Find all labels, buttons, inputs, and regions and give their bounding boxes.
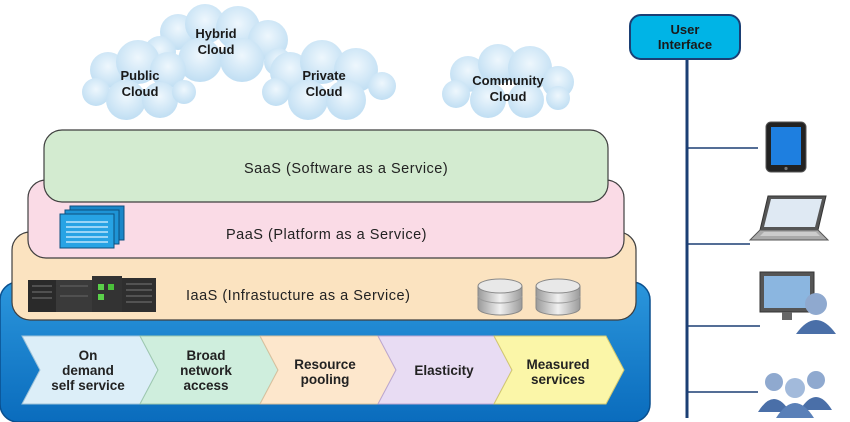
device-connections xyxy=(685,60,760,418)
cloud-label-community: Community Cloud xyxy=(472,73,544,104)
user-interface-label: User Interface xyxy=(657,22,713,52)
cloud-icon xyxy=(442,44,574,118)
cloud-label-private: Private Cloud xyxy=(302,68,346,99)
desktop-user-icon xyxy=(759,271,836,334)
tablet-icon xyxy=(765,121,807,173)
chevron-measured-services xyxy=(493,335,625,405)
characteristics-row xyxy=(21,335,625,405)
user-interface-box: User Interface xyxy=(629,14,741,60)
clouds-layer xyxy=(82,4,574,120)
characteristic-label: Resource pooling xyxy=(294,357,356,387)
cloud-label-public: Public Cloud xyxy=(120,68,160,99)
characteristic-label: Broad network access xyxy=(180,348,232,393)
characteristic-label: Measured services xyxy=(526,357,590,387)
iaas-label: IaaS (Infrastucture as a Service) xyxy=(186,288,411,304)
user-group-icon xyxy=(758,371,832,418)
characteristic-label: Elasticity xyxy=(414,363,474,378)
cloud-icon xyxy=(82,40,196,120)
cloud-label-hybrid: Hybrid Cloud xyxy=(195,26,237,57)
saas-layer xyxy=(43,129,609,203)
server-rack-icon xyxy=(28,276,156,312)
characteristic-label: On demand self service xyxy=(51,348,125,393)
laptop-icon xyxy=(748,195,830,241)
paas-label: PaaS (Platform as a Service) xyxy=(226,227,427,243)
cloud-icon xyxy=(262,40,396,120)
saas-label: SaaS (Software as a Service) xyxy=(244,161,449,177)
storage-disks-icon xyxy=(477,278,581,316)
platform-windows-icon xyxy=(59,205,125,249)
